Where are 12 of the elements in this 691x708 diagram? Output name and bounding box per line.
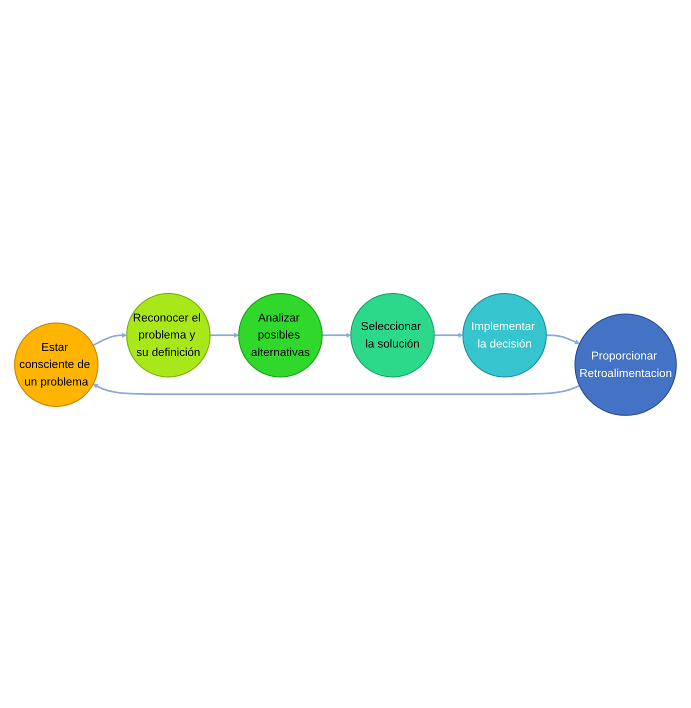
node-circle: Reconocer el problema y su definición (126, 292, 211, 378)
node-circle: Proporcionar Retroalimentacion (574, 313, 677, 416)
arrow (434, 332, 464, 338)
node-circle: Analizar posibles alternativas (238, 292, 323, 378)
node-circle: Estar consciente de un problema (14, 322, 99, 406)
arrow (93, 383, 580, 395)
node-circle: Implementar la decisión (462, 292, 547, 378)
arrow (322, 332, 352, 338)
arrow (546, 334, 580, 344)
arrow (92, 332, 127, 346)
node-circle: Seleccionar la solución (350, 292, 435, 378)
arrow (210, 332, 240, 338)
